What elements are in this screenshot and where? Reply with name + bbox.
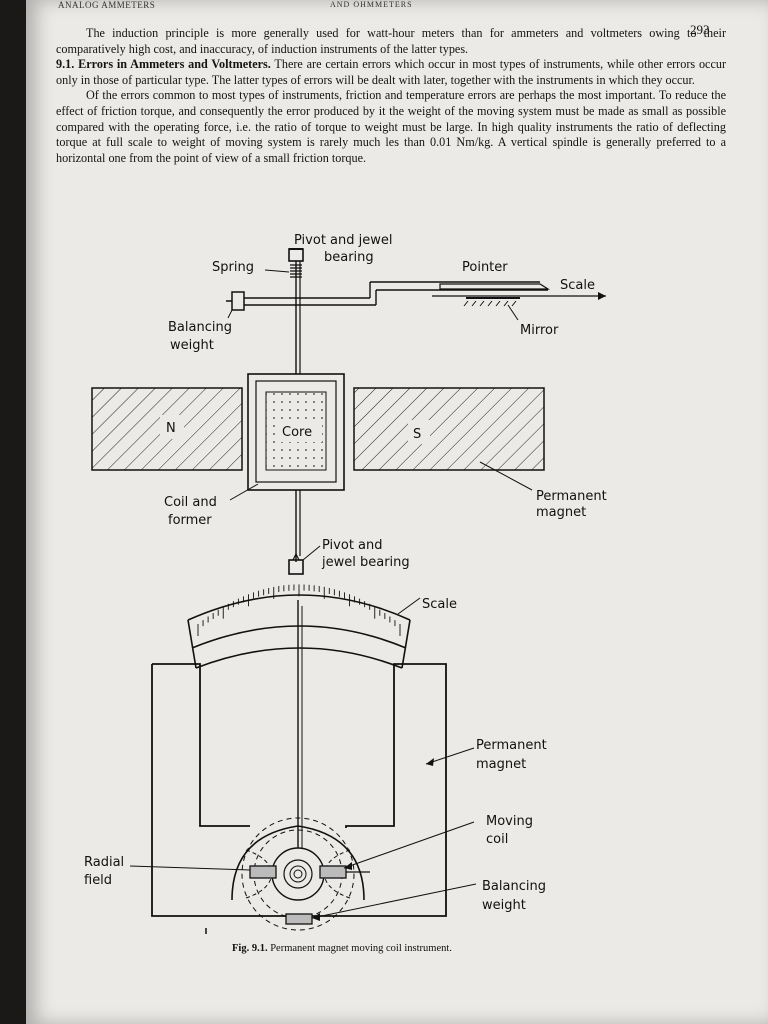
- label-magnet-bottom-2: magnet: [476, 757, 526, 772]
- label-scale-top: Scale: [560, 278, 595, 293]
- label-north: N: [166, 421, 176, 436]
- paragraph-errors: 9.1. Errors in Ammeters and Voltmeters. …: [56, 57, 726, 88]
- bottom-pivot-bearing: [288, 545, 321, 575]
- label-balancing-2: weight: [170, 338, 214, 353]
- label-coil-1: Coil and: [164, 495, 217, 510]
- label-scale-bottom: Scale: [422, 597, 457, 612]
- coil-and-core: [247, 373, 345, 491]
- running-head-right: AND OHMMETERS: [330, 0, 413, 9]
- scale-ticks: [197, 584, 401, 636]
- label-radial-1: Radial: [84, 855, 124, 870]
- top-pivot-bearing: [288, 248, 304, 262]
- label-core: Core: [282, 425, 312, 440]
- moving-coil-bar: [249, 865, 277, 879]
- label-radial-2: field: [84, 873, 112, 888]
- paragraph-induction: The induction principle is more generall…: [56, 26, 726, 56]
- label-magnet-bottom-1: Permanent: [476, 738, 547, 753]
- section-number: 9.1.: [56, 57, 75, 72]
- label-moving-coil-1: Moving: [486, 814, 533, 829]
- label-balancing-bottom-2: weight: [482, 898, 526, 913]
- scale-arc: [187, 584, 421, 669]
- book-binding-shadow: [0, 0, 26, 1024]
- balancing-weight-bottom: [285, 913, 313, 925]
- caption-text: Permanent magnet moving coil instrument.: [270, 943, 452, 954]
- label-pivot-top-2: bearing: [324, 250, 374, 265]
- caption-number: Fig. 9.1.: [232, 943, 268, 954]
- label-south: S: [413, 427, 421, 442]
- scale-line: [432, 292, 606, 300]
- label-balancing-1: Balancing: [168, 320, 232, 335]
- pointer-arm: [226, 281, 551, 311]
- label-magnet-top-1: Permanent: [536, 489, 607, 504]
- label-pivot-bottom-2: jewel bearing: [321, 555, 410, 570]
- label-moving-coil-2: coil: [486, 832, 508, 847]
- label-pointer: Pointer: [462, 260, 508, 275]
- label-pivot-top-1: Pivot and jewel: [294, 233, 392, 248]
- south-pole: [353, 387, 545, 471]
- spring: [264, 264, 302, 278]
- label-pivot-bottom-1: Pivot and: [322, 538, 383, 553]
- label-mirror: Mirror: [520, 323, 559, 338]
- u-magnet: [151, 663, 447, 917]
- book-page: [26, 0, 768, 1024]
- section-text: There are certain errors which occur in …: [56, 57, 727, 87]
- page-number: 293: [690, 22, 710, 37]
- figure-caption: Fig. 9.1. Permanent magnet moving coil i…: [232, 943, 452, 954]
- body-text: The induction principle is more generall…: [56, 26, 726, 166]
- section-heading: Errors in Ammeters and Voltmeters.: [78, 57, 271, 72]
- paragraph-friction: Of the errors common to most types of in…: [56, 88, 726, 165]
- running-head: ANALOG AMMETERS: [58, 0, 156, 10]
- label-magnet-top-2: magnet: [536, 505, 586, 520]
- label-balancing-bottom-1: Balancing: [482, 879, 546, 894]
- label-spring: Spring: [212, 260, 254, 275]
- mirror: [463, 297, 520, 321]
- label-coil-2: former: [168, 513, 212, 528]
